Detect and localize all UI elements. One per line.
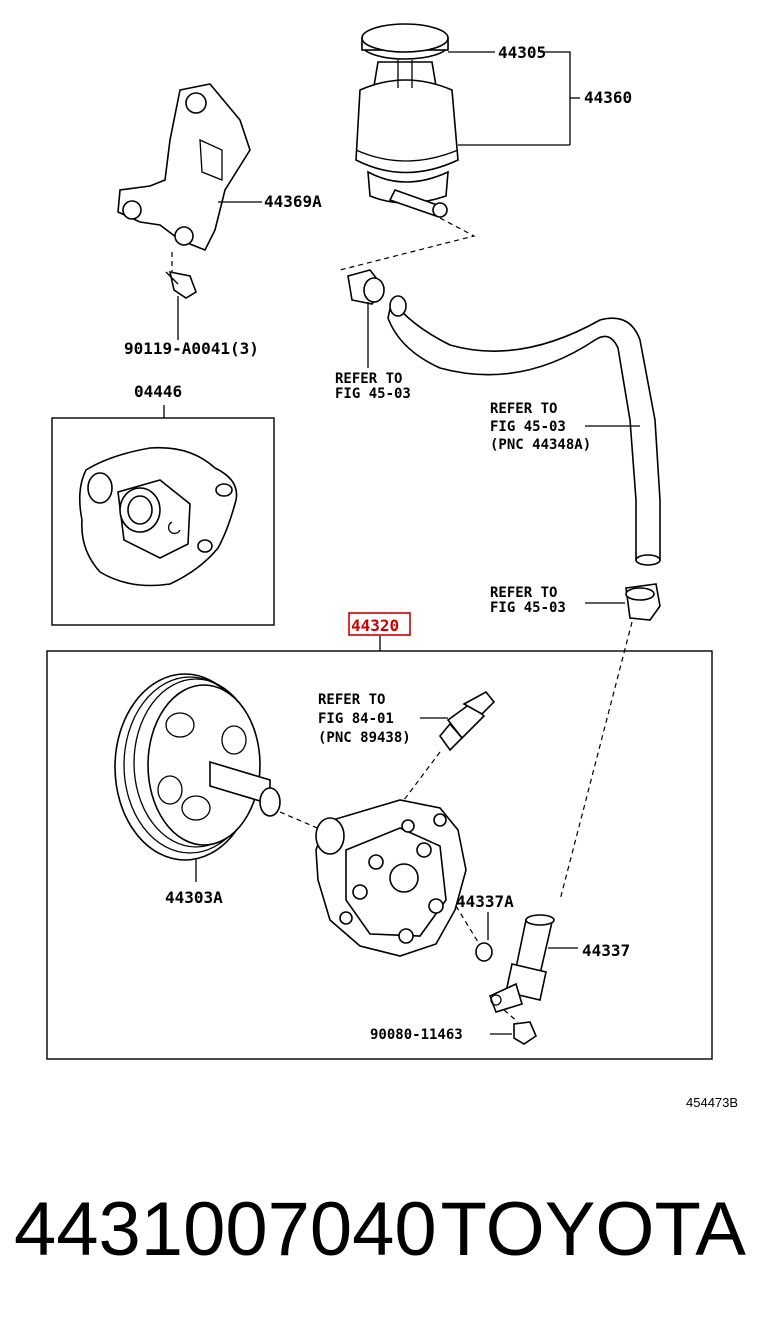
bolt-90080	[513, 1021, 537, 1045]
label-44305: 44305	[498, 43, 546, 62]
label-44303A: 44303A	[165, 888, 223, 907]
label-44320: 44320	[351, 616, 399, 635]
pressure-sensor	[438, 690, 496, 752]
label-44337: 44337	[582, 941, 630, 960]
parts-diagram: 44305 44360 44369A 90119-A0041(3) REFER …	[46, 23, 738, 1110]
ref2-line2: FIG 45-03	[490, 419, 566, 435]
reservoir-tank	[355, 23, 459, 218]
pump-body	[315, 799, 467, 957]
gasket-kit-box	[51, 417, 275, 626]
label-90080: 90080-11463	[370, 1027, 463, 1043]
union-fitting	[488, 914, 555, 1013]
ref2-line1: REFER TO	[490, 401, 557, 417]
ref4-line3: (PNC 89438)	[318, 730, 411, 746]
pulley	[114, 673, 281, 861]
drawing-code: 454473B	[686, 1095, 738, 1110]
brand-name: TOYOTA	[440, 1187, 746, 1272]
label-44369A: 44369A	[264, 192, 322, 211]
ref1-line1: REFER TO	[335, 371, 402, 387]
ref2-line3: (PNC 44348A)	[490, 437, 591, 453]
label-90119: 90119-A0041(3)	[124, 339, 259, 358]
hose-clamp-upper	[347, 269, 386, 305]
part-number: 4431007040	[14, 1187, 437, 1272]
hose-clamp-lower	[625, 583, 661, 621]
ref3-line2: FIG 45-03	[490, 600, 566, 616]
label-44360: 44360	[584, 88, 632, 107]
ref1-line2: FIG 45-03	[335, 386, 411, 402]
ref4-line1: REFER TO	[318, 692, 385, 708]
o-ring	[475, 942, 493, 962]
ref3-line1: REFER TO	[490, 585, 557, 601]
bolt-90119	[165, 270, 197, 299]
gasket-kit	[78, 446, 238, 587]
label-44320-highlight	[348, 612, 411, 636]
label-44337A: 44337A	[456, 892, 514, 911]
return-hose	[387, 295, 661, 566]
pump-assembly-box	[46, 650, 713, 1060]
label-04446: 04446	[134, 382, 182, 401]
ref4-line2: FIG 84-01	[318, 711, 394, 727]
bracket	[117, 83, 251, 252]
